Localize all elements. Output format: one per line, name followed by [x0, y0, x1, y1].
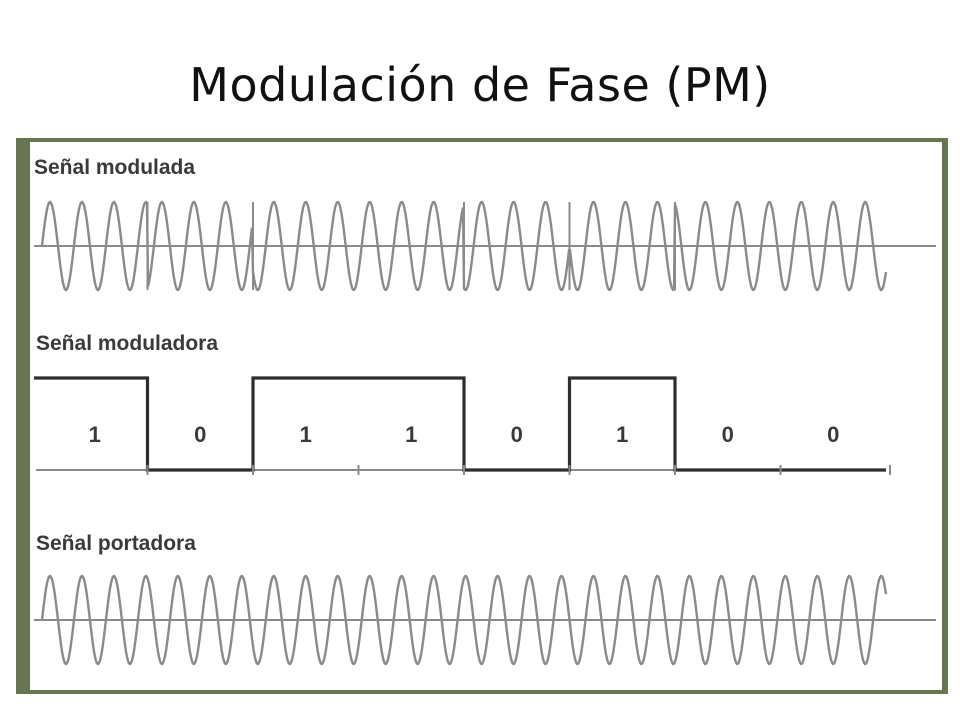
modulated-signal-label: Señal modulada: [34, 156, 195, 179]
modulating-signal-group: Señal moduladora 1 0 1 1 0 1 0 0: [34, 332, 891, 475]
carrier-signal-label: Señal portadora: [36, 532, 196, 555]
modulating-square-wave: [34, 376, 886, 472]
modulating-signal-label: Señal moduladora: [36, 332, 218, 355]
bit-label: 0: [511, 422, 523, 447]
bit-label: 0: [194, 422, 206, 447]
bit-label: 0: [827, 422, 839, 447]
bit-label: 1: [405, 422, 417, 447]
carrier-signal-group: Señal portadora: [34, 532, 936, 666]
bit-label: 1: [300, 422, 312, 447]
bit-label: 1: [89, 422, 101, 447]
figure-canvas: Señal modulada Señal moduladora 1 0 1 1 0 1 0 0…: [30, 142, 942, 690]
slide-title: Modulación de Fase (PM): [189, 58, 771, 112]
figure-frame: Señal modulada Señal moduladora 1 0 1 1 0 1 0 0…: [16, 138, 948, 694]
bit-label: 0: [722, 422, 734, 447]
modulated-signal-group: Señal modulada: [34, 156, 936, 292]
carrier-wave: [40, 574, 888, 666]
pm-diagram: Señal modulada Señal moduladora 1 0 1 1 0 1 0 0…: [34, 156, 936, 666]
bit-label: 1: [616, 422, 628, 447]
